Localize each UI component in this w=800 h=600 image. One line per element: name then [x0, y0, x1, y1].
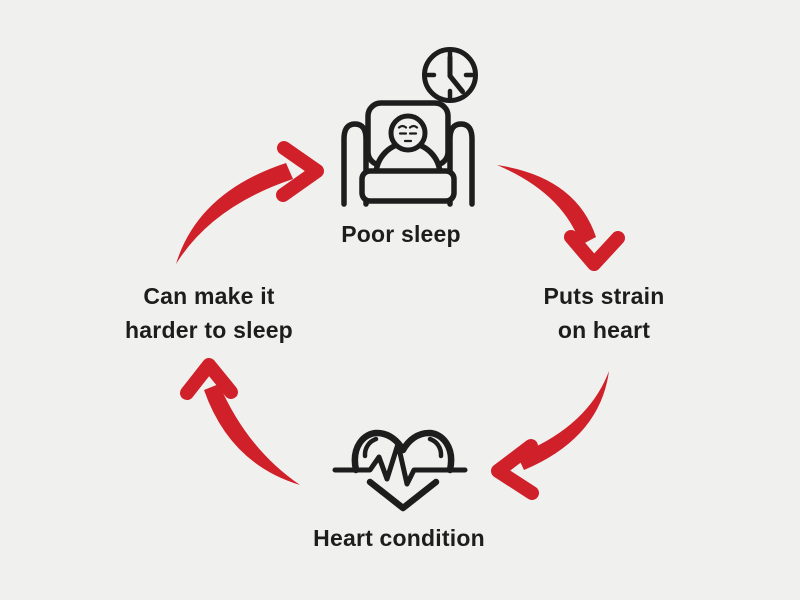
heart-bottom [366, 478, 440, 512]
arrow-poor-sleep-to-puts-strain [497, 165, 625, 271]
insomnia-bed-clock-icon [341, 47, 478, 207]
arrow-curve [176, 163, 293, 264]
face [388, 113, 428, 153]
arrow-puts-strain-to-heart-condition [491, 371, 609, 500]
label-line-1: Can make it [143, 283, 275, 309]
clock-icon [422, 47, 478, 103]
label-line-2: on heart [557, 317, 651, 343]
arrow-curve [497, 165, 596, 245]
heart-accent-left [362, 436, 379, 459]
arrow-heart-condition-to-harder-to-sleep [180, 358, 300, 485]
heart-ecg-icon [332, 429, 468, 512]
arrowhead-up-icon [180, 358, 238, 400]
arrowhead-left-icon [491, 439, 539, 500]
node-label-heart-condition: Heart condition [313, 525, 485, 551]
arrow-curve [517, 371, 609, 470]
node-label-harder-to-sleep: Can make it harder to sleep [109, 279, 309, 347]
arrow-curve [204, 384, 300, 485]
tired-face-features [397, 124, 419, 143]
heart-lobes [351, 429, 455, 474]
arrowhead-down-icon [564, 230, 625, 271]
heart-accent-right [427, 436, 444, 459]
arrow-harder-to-sleep-to-poor-sleep [176, 141, 324, 264]
node-label-puts-strain-on-heart: Puts strain on heart [504, 279, 704, 347]
node-label-poor-sleep: Poor sleep [341, 221, 461, 247]
ecg-line [332, 441, 468, 487]
label-line-1: Puts strain [543, 283, 665, 309]
blanket [359, 168, 457, 204]
label-line-2: harder to sleep [125, 317, 293, 343]
arrowhead-right-icon [276, 141, 324, 202]
person-in-bed-icon [341, 100, 475, 207]
